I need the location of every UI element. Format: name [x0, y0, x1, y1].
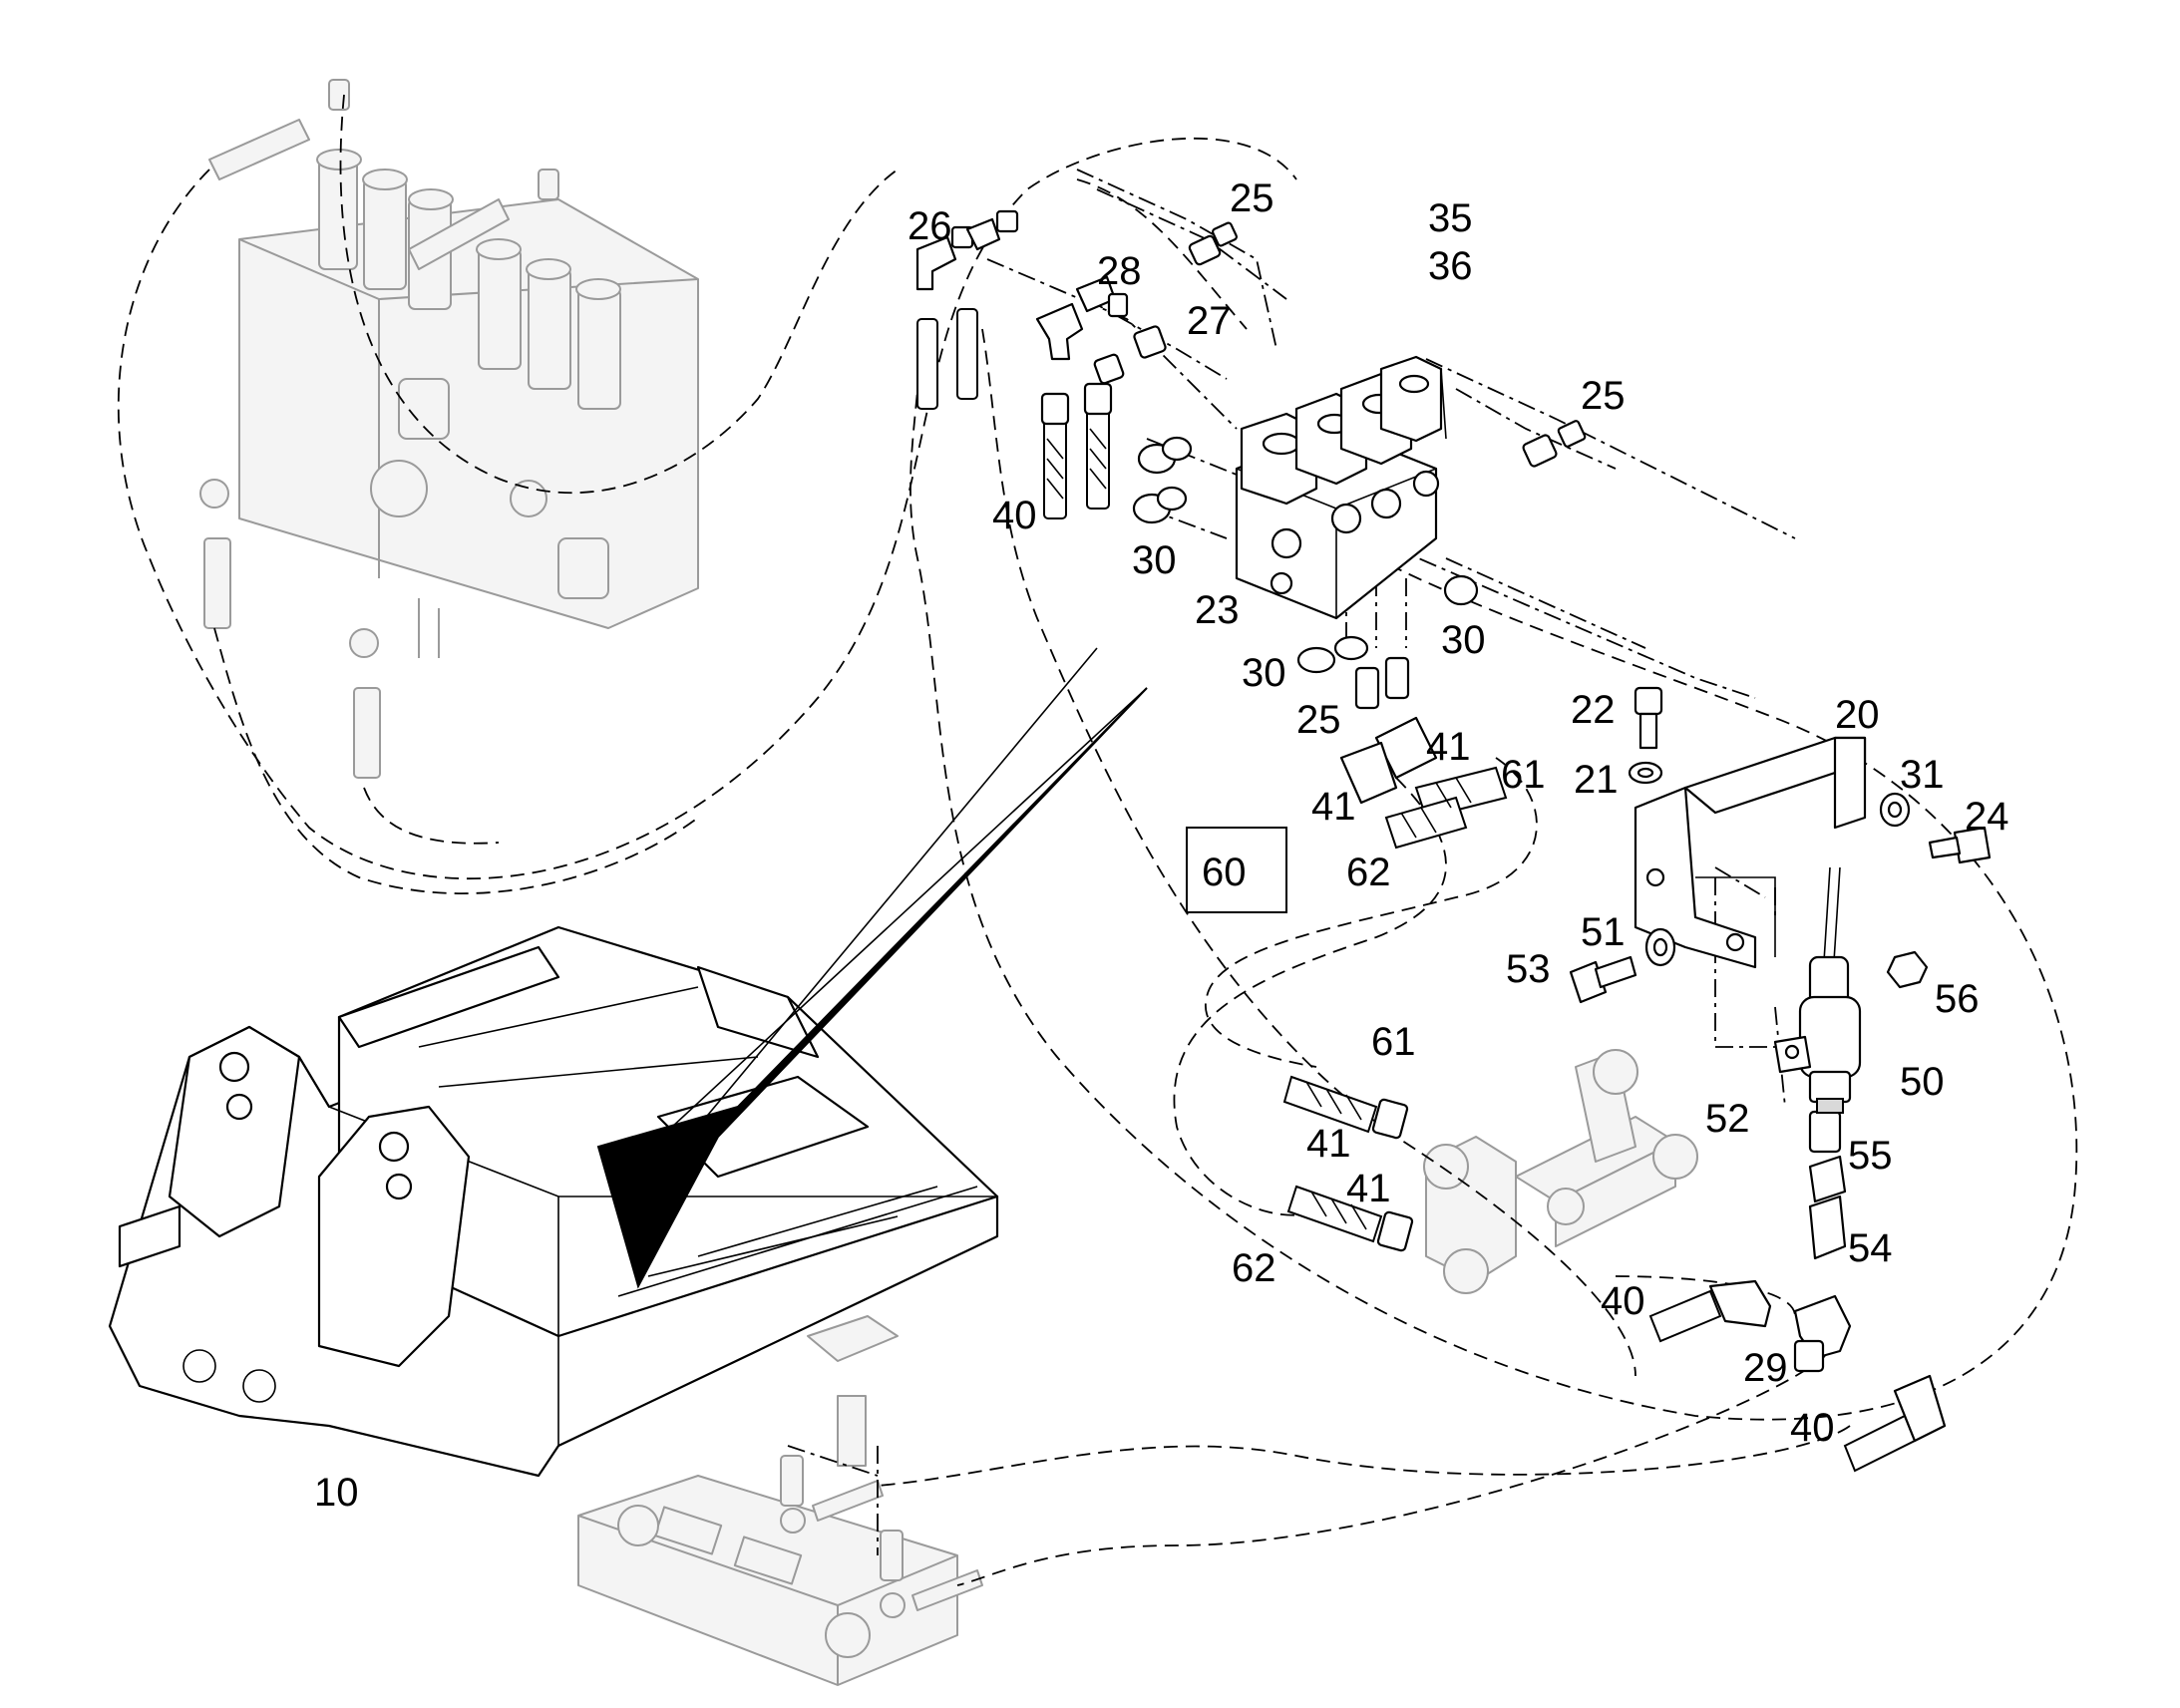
hoses	[916, 308, 1947, 1473]
plug-30-d	[1296, 635, 1369, 674]
callout-26: 26	[908, 204, 952, 248]
adapters-and-plugs	[1132, 221, 1587, 710]
adapter-25-top	[1188, 221, 1238, 266]
callout-52: 52	[1705, 1097, 1750, 1141]
elbow-26	[915, 209, 1019, 291]
callout-55: 55	[1848, 1134, 1893, 1178]
adapter-27	[1093, 325, 1167, 385]
bracket-20	[1634, 736, 1867, 969]
floor-plate-ghost	[577, 1315, 983, 1686]
washer-51	[1644, 927, 1676, 967]
callout-30: 30	[1132, 538, 1177, 582]
callout-10: 10	[314, 1471, 359, 1515]
callout-61: 61	[1501, 753, 1546, 797]
callout-20: 20	[1835, 693, 1880, 737]
callout-30: 30	[1242, 651, 1286, 695]
adapter-25-bottom	[1354, 656, 1410, 710]
callout-27: 27	[1187, 299, 1232, 343]
tee-29-assembly	[1793, 1110, 1852, 1373]
solenoid-coil-4	[1379, 355, 1443, 443]
callout-36: 36	[1428, 244, 1473, 288]
fasteners	[1569, 686, 1992, 1004]
callout-53: 53	[1506, 947, 1551, 991]
callout-31: 31	[1900, 753, 1945, 797]
callout-50: 50	[1900, 1060, 1945, 1104]
screw-53	[1569, 955, 1637, 1004]
callout-22: 22	[1571, 688, 1616, 732]
hose-40-upper	[1040, 382, 1113, 519]
callout-24: 24	[1965, 795, 2009, 839]
callout-62: 62	[1232, 1246, 1276, 1290]
tee-28	[1035, 275, 1129, 361]
callout-41: 41	[1311, 785, 1356, 829]
distribution-manifold-ghost	[1423, 1049, 1698, 1294]
callout-21: 21	[1574, 758, 1619, 802]
callout-62: 62	[1346, 851, 1391, 894]
pressure-switch-50	[1773, 866, 1862, 1114]
callout-30: 30	[1441, 618, 1486, 662]
callout-41: 41	[1306, 1122, 1351, 1166]
callout-25: 25	[1296, 698, 1341, 742]
screw-24	[1928, 826, 1992, 864]
callout-40: 40	[1601, 1279, 1645, 1323]
plug-30-a	[1137, 436, 1193, 475]
main-frame	[108, 647, 1148, 1478]
callout-40: 40	[992, 494, 1037, 537]
callout-35: 35	[1428, 196, 1473, 240]
callout-40: 40	[1790, 1406, 1835, 1450]
callout-29: 29	[1743, 1346, 1788, 1390]
callout-54: 54	[1848, 1226, 1893, 1270]
plug-30-b	[1132, 486, 1188, 524]
callout-25: 25	[1581, 374, 1626, 418]
callout-23: 23	[1195, 588, 1240, 632]
callout-28: 28	[1097, 249, 1142, 293]
callout-41: 41	[1346, 1167, 1391, 1210]
hose-routing	[117, 94, 2078, 1586]
hose-stubs-26	[916, 308, 978, 410]
callout-41: 41	[1426, 725, 1471, 769]
callout-25: 25	[1230, 176, 1274, 220]
callout-51: 51	[1581, 910, 1626, 954]
washer-21	[1628, 761, 1663, 785]
control-valve-block-ghost	[199, 79, 699, 779]
callout-61: 61	[1371, 1020, 1416, 1064]
adapter-25-right	[1522, 420, 1587, 468]
callout-56: 56	[1935, 977, 1980, 1021]
hose-61-62-upper	[1339, 716, 1508, 850]
plug-30-c	[1443, 574, 1479, 606]
hose-61-62-lower	[1282, 1075, 1414, 1252]
fittings-26-27-28	[915, 209, 1167, 385]
washer-31	[1879, 792, 1911, 828]
callout-labels: 25 26 35 36 28 27 25 40 30 23 30 30 25 2…	[314, 176, 2009, 1515]
nut-56	[1886, 950, 1929, 989]
screw-22	[1634, 686, 1663, 750]
callout-60: 60	[1202, 851, 1247, 894]
kit-box-60	[1186, 827, 1287, 913]
solenoid-valve-block	[1235, 355, 1447, 620]
hose-40-lower	[1648, 1279, 1947, 1473]
